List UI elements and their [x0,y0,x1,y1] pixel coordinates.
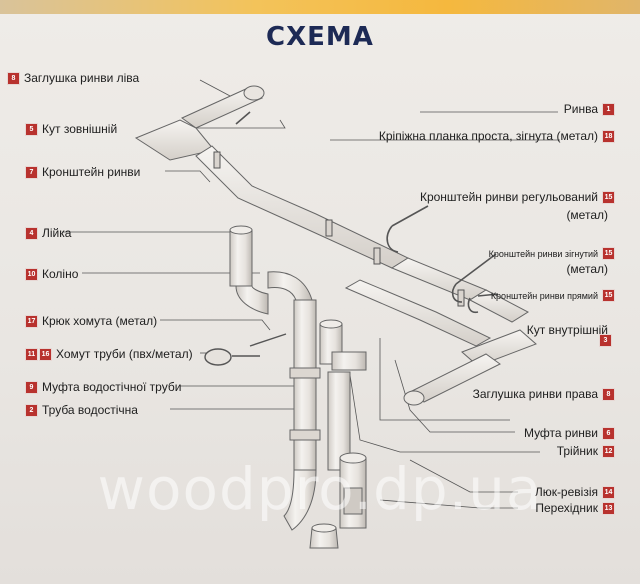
label-perekhidnyk: Перехідник 13 [531,501,615,515]
label-rynva: Ринва 1 [560,102,615,116]
number-badge: 15 [602,247,615,260]
label-text: Ринва [563,102,598,116]
label-kryuk-khomuta: 17 Крюк хомута (метал) [25,314,161,328]
label-text: Заглушка ринви права [472,387,598,401]
label-text: Заглушка ринви ліва [24,71,140,85]
label-kronshteyn-pryamyi: Кронштейн ринви прямий 15 [487,289,615,302]
gutter-clips [213,151,465,307]
label-triynyk: Трійник 12 [553,444,615,458]
label-kronshteyn-rynvy: 7 Кронштейн ринви [25,165,144,179]
pipe-clamp [204,333,287,366]
label-liyka: 4 Лійка [25,226,75,240]
number-badge: 18 [602,129,615,143]
top-accent-bar [0,0,640,14]
label-subtext: (метал) [566,208,608,222]
label-khomut-truby: 11 16 Хомут труби (пвх/метал) [25,347,197,361]
label-kronshteyn-zihnutyi-sub: (метал) [562,262,612,276]
label-kronshteyn-rehul: Кронштейн ринви регульований 15 [416,190,615,204]
label-text: Муфта водостічної труби [42,380,182,394]
gutter-upper [134,85,530,323]
label-text: Кронштейн ринви регульований [419,190,598,204]
page-title: СХЕМА [266,22,374,52]
number-badge: 12 [602,444,615,458]
label-text: Люк-ревізія [534,485,598,499]
number-badge: 1 [602,102,615,116]
number-badge: 5 [25,122,38,136]
number-badge: 4 [25,226,38,240]
gutter-lower [344,279,537,406]
label-zaglushka-liva: 8 Заглушка ринви ліва [7,71,143,85]
label-text: Кут зовнішній [42,122,118,136]
number-badge: 15 [602,190,615,204]
label-text: Коліно [42,267,79,281]
downpipe [229,225,367,549]
label-kronshteyn-rehul-sub: (метал) [562,208,612,222]
number-badge: 16 [39,347,52,361]
number-badge: 9 [25,380,38,394]
number-badge: 8 [7,71,20,85]
number-badge: 7 [25,165,38,179]
label-kut-zovnishniy: 5 Кут зовнішній [25,122,121,136]
label-mufta-truby: 9 Муфта водостічної труби [25,380,185,394]
label-mufta-rynvy: Муфта ринви 6 [520,426,615,440]
brackets [235,111,499,314]
label-text: Кріпіжна планка проста, зігнута (метал) [378,129,598,143]
label-kronshteyn-zihnutyi: Кронштейн ринви зігнутий 15 [485,247,615,260]
label-text: Лійка [42,226,72,240]
label-text: Муфта ринви [523,426,598,440]
number-badge: 10 [25,267,38,281]
label-text: Кронштейн ринви [42,165,141,179]
label-text: Труба водостічна [42,403,138,417]
number-badge: 13 [602,501,615,515]
number-badge: 11 [25,347,38,361]
number-badge: 15 [602,289,615,302]
label-kripizhna-planka: Кріпіжна планка проста, зігнута (метал) … [375,129,615,143]
label-text: Хомут труби (пвх/метал) [56,347,193,361]
number-badge: 14 [602,485,615,499]
label-text: Трійник [556,444,598,458]
label-zaglushka-prava: Заглушка ринви права 8 [469,387,615,401]
label-kut-vnutrishniy-badge: 3 [599,334,612,347]
label-kut-vnutrishniy: Кут внутрішній [523,323,612,337]
number-badge: 17 [25,314,38,328]
label-text: Кронштейн ринви прямий [490,290,598,301]
label-text: Кут внутрішній [526,323,608,337]
label-kolino: 10 Коліно [25,267,82,281]
number-badge: 8 [602,387,615,401]
number-badge: 2 [25,403,38,417]
label-subtext: (метал) [566,262,608,276]
label-text: Крюк хомута (метал) [42,314,158,328]
label-text: Перехідник [535,501,598,515]
label-lyuk-reviziya: Люк-ревізія 14 [531,485,615,499]
number-badge: 6 [602,426,615,440]
label-truba: 2 Труба водостічна [25,403,142,417]
number-badge: 3 [599,334,612,347]
label-text: Кронштейн ринви зігнутий [488,248,598,259]
